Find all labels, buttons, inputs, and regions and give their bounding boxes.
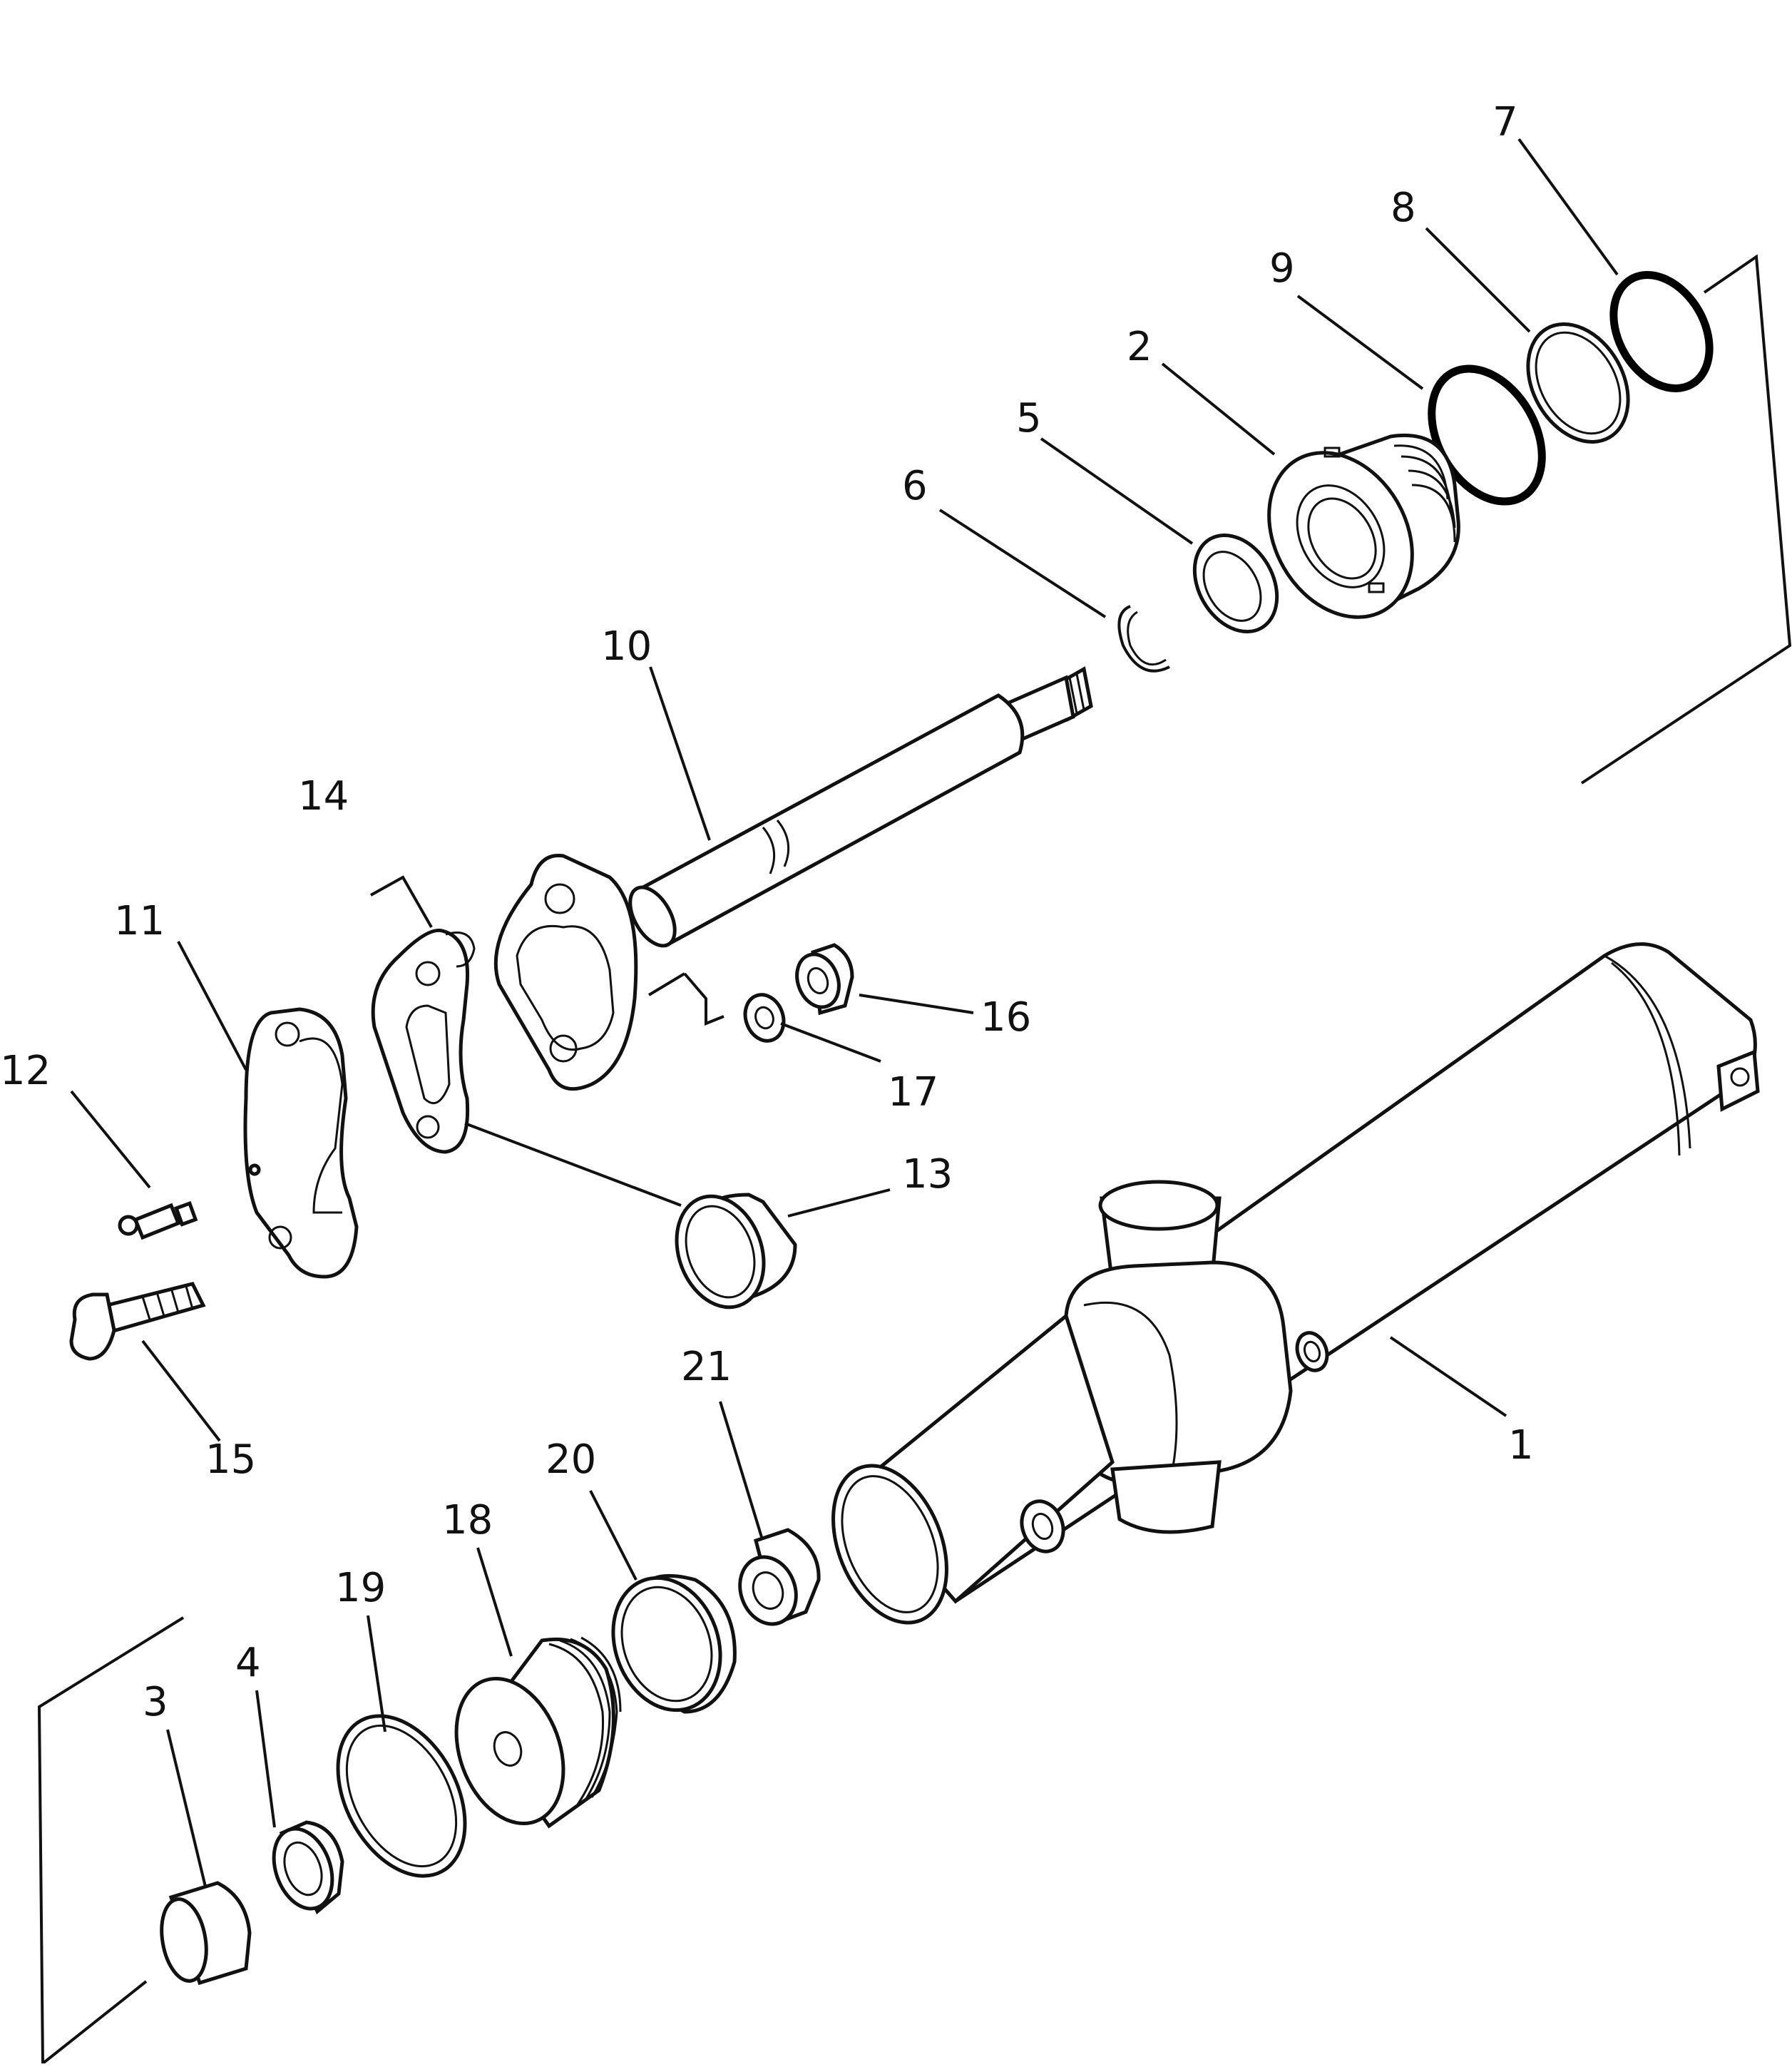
upper-group-bracket [1580, 254, 1792, 785]
callout-16: 16 [981, 994, 1031, 1041]
callout-labels: 7 8 9 2 5 6 10 14 11 12 13 16 17 1 15 21… [0, 99, 1534, 1725]
part-13-bushing [675, 1193, 797, 1310]
part-20-wear-ring [611, 1573, 737, 1714]
callout-11: 11 [114, 898, 165, 944]
callout-15: 15 [205, 1436, 256, 1483]
part-1-cylinder-tube [831, 942, 1760, 1625]
callout-14: 14 [298, 773, 349, 820]
part-4-bushing [272, 1820, 344, 1915]
part-6-snap-ring [1117, 605, 1170, 673]
part-16-nut [795, 943, 854, 1016]
callout-17: 17 [888, 1069, 938, 1116]
part-11-cap [243, 1007, 359, 1279]
part-8-backup-ring [1526, 322, 1630, 444]
callout-4: 4 [235, 1640, 261, 1686]
part-21-nut [738, 1528, 821, 1626]
part-19-seal [336, 1714, 467, 1878]
callout-12: 12 [0, 1048, 51, 1094]
callout-9: 9 [1269, 245, 1295, 292]
part-14-shim [370, 875, 476, 1154]
part-2-cylinder-head [1267, 433, 1460, 619]
part-3-dust-cap [160, 1881, 252, 1986]
lower-group-bracket [37, 1616, 185, 2065]
part-18-piston [454, 1636, 622, 1829]
callout-13: 13 [902, 1151, 953, 1198]
callout-21: 21 [681, 1344, 732, 1390]
part-17-washer [743, 993, 786, 1043]
part-15-bolt [69, 1282, 206, 1361]
callout-19: 19 [335, 1565, 386, 1611]
callout-5: 5 [1016, 395, 1042, 442]
callout-7: 7 [1493, 99, 1518, 146]
callout-2: 2 [1127, 324, 1152, 370]
callout-3: 3 [143, 1679, 168, 1725]
part-10-piston-rod [628, 666, 1093, 948]
part-12-grease-fitting [118, 1200, 198, 1240]
callout-10: 10 [601, 623, 652, 670]
part-5-bushing [1192, 533, 1279, 634]
callout-1: 1 [1508, 1422, 1534, 1469]
leader-lines [70, 138, 1619, 1887]
part-10-rod-flange [493, 854, 725, 1091]
callout-18: 18 [442, 1497, 493, 1543]
callout-20: 20 [546, 1436, 596, 1483]
callout-6: 6 [902, 463, 928, 509]
callout-8: 8 [1391, 185, 1416, 231]
part-7-o-ring [1609, 271, 1714, 392]
